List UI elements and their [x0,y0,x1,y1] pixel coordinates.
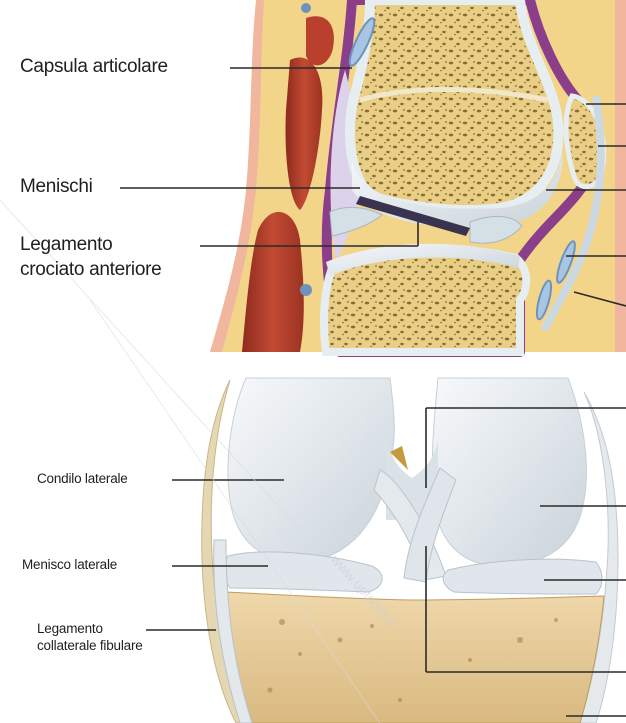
sagittal-knee-section [120,0,626,352]
anterior-knee-view [146,378,626,723]
medial-meniscus [443,559,602,594]
label-capsula-articolare: Capsula articolare [20,56,168,78]
lateral-condyle [228,378,394,562]
femur-bone [350,0,559,210]
label-menisco-laterale: Menisco laterale [22,557,117,573]
label-menischi: Menischi [20,176,93,198]
label-legamento-crociato-line2: crociato anteriore [20,259,161,281]
label-legamento-collaterale-line2: collaterale fibulare [37,638,143,654]
vessel-dot [300,284,312,296]
label-legamento-collaterale-line1: Legamento [37,621,103,637]
tibial-plateau [226,592,604,723]
label-condilo-laterale: Condilo laterale [37,471,128,487]
medial-condyle [432,378,586,566]
label-legamento-crociato-line1: Legamento [20,234,112,256]
vessel-dot-top [301,3,311,13]
